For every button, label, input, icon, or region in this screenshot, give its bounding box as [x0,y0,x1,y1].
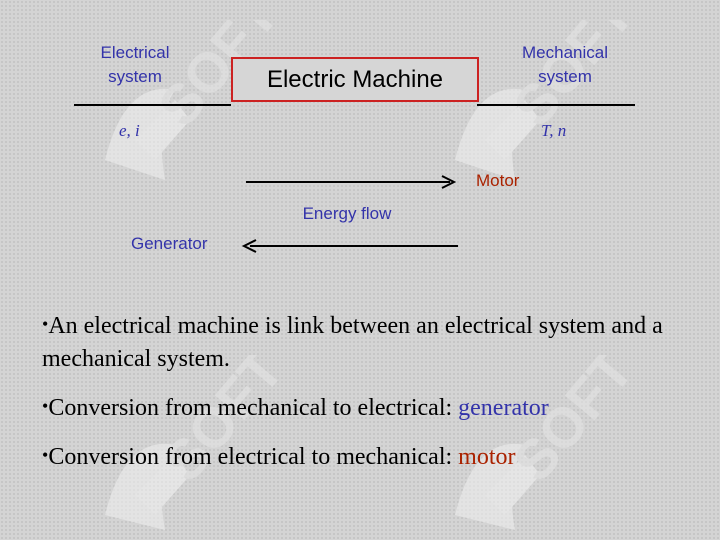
mechanical-side-line [477,104,635,106]
generator-highlight: generator [458,395,549,421]
watermark-right-top: SOFT [455,20,645,180]
watermark-left-top: SOFT [105,20,290,180]
bullet-list: •An electrical machine is link between a… [42,310,682,490]
electrical-system-label: Electrical system [100,43,170,86]
bullet-item-1: •An electrical machine is link between a… [42,310,682,376]
electrical-variables: e, i [119,121,140,140]
bullet-dot: • [42,396,49,416]
bullet-3-text: Conversion from electrical to mechanical… [48,444,459,470]
motor-highlight: motor [458,444,516,470]
bullet-dot: • [42,314,49,334]
watermark-left-bottom: SOFT [105,355,295,530]
motor-label: Motor [476,171,520,190]
electric-machine-title: Electric Machine [266,65,444,93]
generator-label: Generator [131,234,208,253]
bullet-item-3: •Conversion from electrical to mechanica… [42,441,682,474]
generator-arrow [242,239,458,253]
mechanical-variables: T, n [541,121,567,140]
motor-arrow [246,175,457,189]
bullet-item-2: •Conversion from mechanical to electrica… [42,392,682,425]
electrical-side-line [74,104,231,106]
bullet-dot: • [42,445,49,465]
mechanical-system-label: Mechanical system [522,43,608,86]
energy-flow-label: Energy flow [302,204,392,223]
electric-machine-box: Electric Machine [231,57,479,102]
bullet-2-text: Conversion from mechanical to electrical… [48,395,459,421]
watermark-right-bottom: SOFT [455,355,645,530]
bullet-1-text: An electrical machine is link between an… [42,313,663,372]
